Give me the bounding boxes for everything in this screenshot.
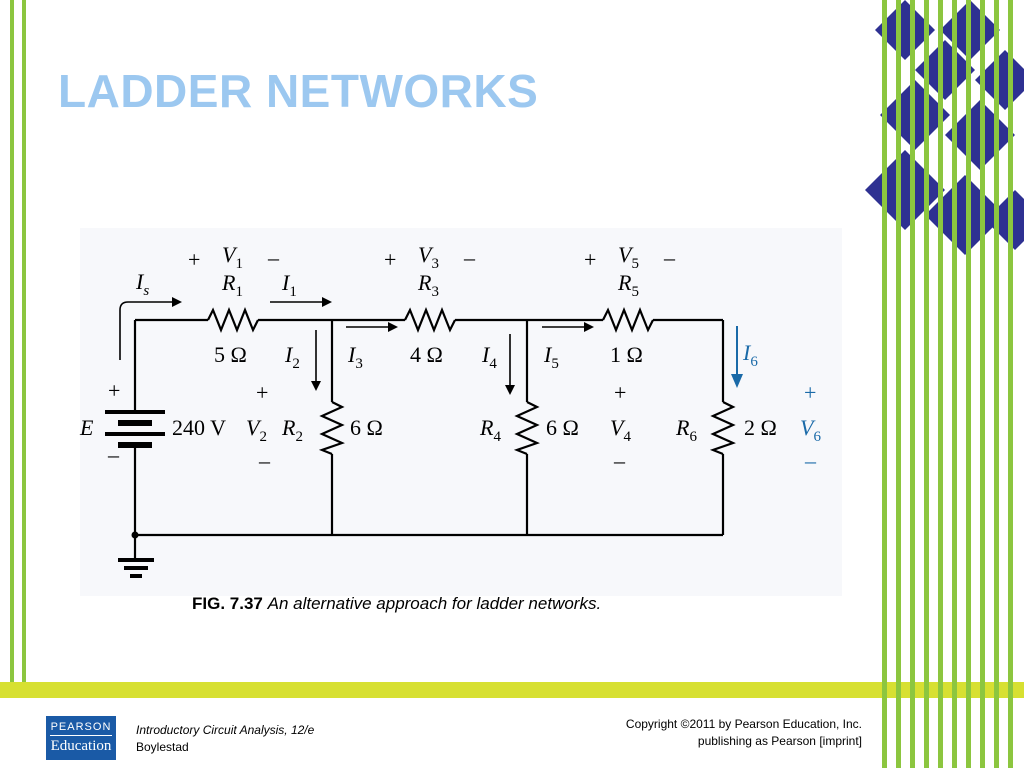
- v6-minus: –: [804, 448, 817, 473]
- battery-symbol: [105, 410, 165, 448]
- resistor-r4: [513, 401, 540, 456]
- r4-label: R4: [479, 415, 501, 445]
- figure-caption: FIG. 7.37 An alternative approach for la…: [192, 594, 601, 614]
- pearson-logo: PEARSON Education: [46, 716, 116, 760]
- v2-plus: +: [256, 380, 268, 405]
- r5-label: R5: [617, 270, 639, 300]
- arrowhead-i3: [388, 322, 398, 332]
- r2-label: R2: [281, 415, 303, 445]
- arrowhead-i5: [584, 322, 594, 332]
- resistor-r5: [602, 307, 654, 333]
- r3-value: 4 Ω: [410, 342, 443, 367]
- r6-value: 2 Ω: [744, 415, 777, 440]
- arrowhead-i2: [311, 381, 321, 391]
- is-label: Is: [135, 269, 149, 299]
- slide-title: LADDER NETWORKS: [58, 65, 539, 117]
- i3-label: I3: [347, 342, 363, 372]
- source-minus: –: [107, 442, 120, 467]
- v1-minus: –: [267, 245, 280, 270]
- book-info: Introductory Circuit Analysis, 12/e Boyl…: [136, 722, 314, 756]
- footer-band: [0, 682, 1024, 698]
- book-title: Introductory Circuit Analysis, 12/e: [136, 723, 315, 737]
- figure-number: FIG. 7.37: [192, 594, 263, 613]
- v1-plus: +: [188, 247, 200, 272]
- v4-plus: +: [614, 380, 626, 405]
- r4-value: 6 Ω: [546, 415, 579, 440]
- book-author: Boylestad: [136, 740, 189, 754]
- source-label: E: [79, 415, 94, 440]
- source-value: 240 V: [172, 415, 226, 440]
- resistor-r3: [404, 307, 456, 333]
- v2-minus: –: [258, 448, 271, 473]
- arrowhead-i6: [731, 374, 743, 388]
- v4-label: V4: [610, 415, 631, 445]
- r1-value: 5 Ω: [214, 342, 247, 367]
- arrowhead-is: [172, 297, 182, 307]
- i4-label: I4: [481, 342, 497, 372]
- diamond-shape: [985, 190, 1024, 250]
- v6-label: V6: [800, 415, 821, 445]
- diamond-shape: [915, 40, 975, 100]
- logo-bottom-text: Education: [50, 738, 112, 754]
- copyright-notice: Copyright ©2011 by Pearson Education, In…: [626, 716, 862, 750]
- resistor-r6: [709, 401, 736, 456]
- logo-top-text: PEARSON: [50, 716, 112, 736]
- current-arrow-is: [119, 301, 172, 360]
- resistor-r1: [207, 307, 259, 333]
- r3-label: R3: [417, 270, 439, 300]
- junction-dot: [131, 531, 139, 539]
- ground-symbol: [118, 558, 154, 578]
- source-plus: +: [108, 378, 120, 403]
- v5-label: V5: [618, 242, 639, 272]
- v5-minus: –: [663, 245, 676, 270]
- copyright-line-2: publishing as Pearson [imprint]: [697, 734, 862, 748]
- v2-label: V2: [246, 415, 267, 445]
- v3-minus: –: [463, 245, 476, 270]
- r2-value: 6 Ω: [350, 415, 383, 440]
- left-stripe: [10, 0, 14, 682]
- diamond-shape: [875, 0, 935, 60]
- v4-minus: –: [613, 448, 626, 473]
- r5-value: 1 Ω: [610, 342, 643, 367]
- r1-label: R1: [221, 270, 243, 300]
- i6-label: I6: [742, 340, 758, 370]
- arrowhead-i4: [505, 385, 515, 395]
- v3-label: V3: [418, 242, 439, 272]
- i5-label: I5: [543, 342, 559, 372]
- i1-label: I1: [281, 270, 297, 300]
- v3-plus: +: [384, 247, 396, 272]
- i2-label: I2: [284, 342, 300, 372]
- v6-plus: +: [804, 380, 816, 405]
- r6-label: R6: [675, 415, 697, 445]
- v5-plus: +: [584, 247, 596, 272]
- v1-label: V1: [222, 242, 243, 272]
- left-stripe: [22, 0, 26, 682]
- figure-description: An alternative approach for ladder netwo…: [267, 594, 602, 613]
- resistor-r2: [318, 401, 345, 456]
- arrowhead-i1: [322, 297, 332, 307]
- copyright-line-1: Copyright ©2011 by Pearson Education, In…: [625, 717, 862, 731]
